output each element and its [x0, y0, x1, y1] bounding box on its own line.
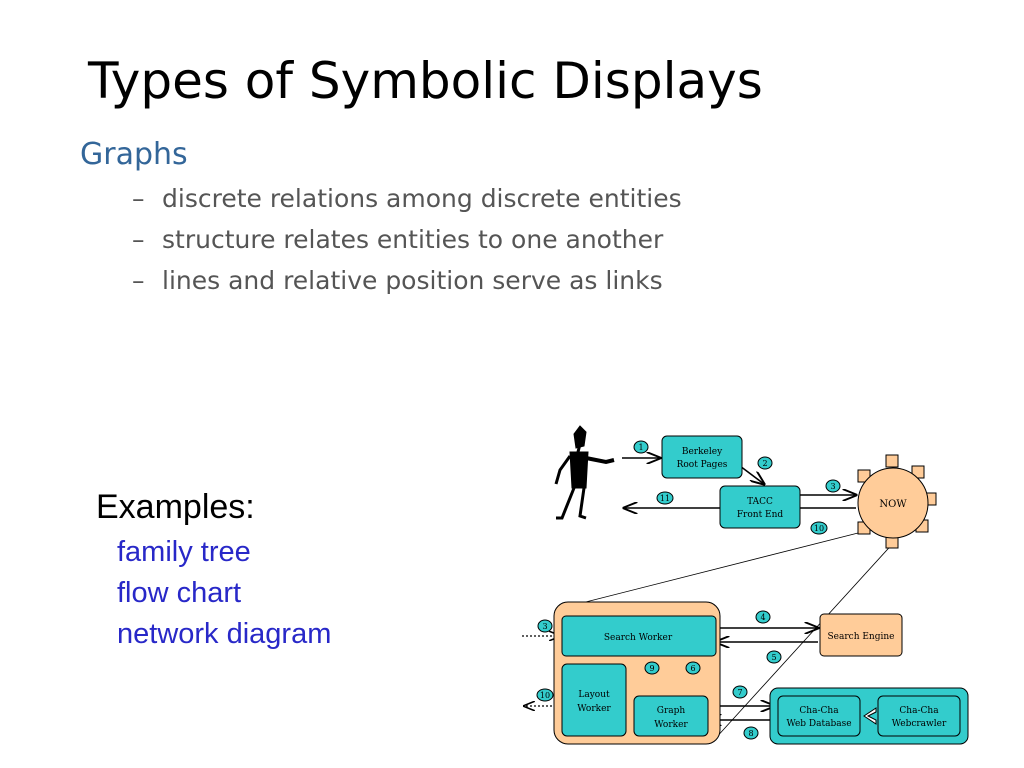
examples-title: Examples: — [96, 488, 255, 526]
svg-text:4: 4 — [760, 613, 765, 622]
step-marker: 9 — [644, 661, 660, 675]
layout-worker-node: Layout Worker — [561, 663, 627, 737]
step-marker: 3 — [825, 479, 841, 493]
svg-text:2: 2 — [762, 459, 767, 468]
bullet-text: discrete relations among discrete entiti… — [162, 184, 682, 213]
svg-text:3: 3 — [830, 482, 835, 491]
step-marker: 4 — [755, 610, 771, 624]
step-marker: 5 — [766, 650, 782, 664]
svg-text:3: 3 — [542, 622, 547, 631]
layout-label-1: Layout — [578, 690, 610, 700]
bullet-item: –discrete relations among discrete entit… — [132, 182, 682, 223]
bullet-item: –lines and relative position serve as li… — [132, 264, 682, 305]
svg-text:10: 10 — [814, 524, 824, 533]
berkeley-node: Berkeley Root Pages — [661, 435, 743, 479]
berkeley-label-2: Root Pages — [677, 460, 728, 470]
chacha-database-node: Cha-Cha Web Database — [777, 695, 861, 737]
example-item: flow chart — [117, 577, 242, 609]
bullet-dash: – — [132, 225, 145, 254]
graph-worker-node: Graph Worker — [633, 695, 709, 737]
svg-text:5: 5 — [771, 653, 776, 662]
svg-text:8: 8 — [748, 729, 753, 738]
bullet-text: lines and relative position serve as lin… — [162, 266, 663, 295]
bullet-item: –structure relates entities to one anoth… — [132, 223, 682, 264]
bullet-list: –discrete relations among discrete entit… — [132, 182, 682, 305]
bullet-dash: – — [132, 184, 145, 213]
svg-text:7: 7 — [737, 688, 742, 697]
bullet-text: structure relates entities to one anothe… — [162, 225, 664, 254]
step-marker: 11 — [656, 491, 674, 505]
left-arrow-icon — [863, 707, 877, 725]
examples-list: family tree flow chart network diagram — [117, 535, 331, 658]
step-marker: 3 — [537, 619, 553, 633]
user-figure-icon — [554, 425, 615, 520]
step-marker: 6 — [685, 661, 701, 675]
chacha-db-label-1: Cha-Cha — [799, 706, 839, 716]
tacc-label-1: TACC — [747, 497, 773, 507]
step-marker: 1 — [633, 440, 649, 454]
example-item: family tree — [117, 536, 251, 568]
svg-text:9: 9 — [649, 664, 654, 673]
berkeley-label-1: Berkeley — [682, 447, 723, 457]
slide-title: Types of Symbolic Displays — [88, 52, 763, 110]
chacha-crawler-label-2: Webcrawler — [892, 719, 947, 729]
section-heading: Graphs — [80, 137, 188, 172]
chacha-crawler-label-1: Cha-Cha — [899, 706, 939, 716]
tacc-node: TACC Front End — [719, 485, 801, 529]
tacc-label-2: Front End — [737, 510, 784, 520]
graph-label-2: Worker — [654, 720, 688, 730]
now-cluster: NOW — [857, 454, 937, 549]
svg-text:6: 6 — [690, 664, 695, 673]
step-marker: 7 — [732, 685, 748, 699]
example-item: network diagram — [117, 618, 332, 650]
step-marker: 2 — [757, 456, 773, 470]
step-markers: 1 2 3 11 10 3 4 5 6 9 7 8 10 — [536, 440, 841, 740]
bullet-dash: – — [132, 266, 145, 295]
search-engine-label: Search Engine — [828, 632, 895, 642]
layout-label-2: Worker — [577, 704, 611, 714]
search-worker-label: Search Worker — [604, 633, 673, 643]
search-engine-node: Search Engine — [819, 613, 903, 657]
svg-text:11: 11 — [660, 494, 670, 503]
step-marker: 10 — [536, 688, 554, 702]
svg-text:10: 10 — [540, 691, 550, 700]
step-marker: 8 — [743, 726, 759, 740]
graph-label-1: Graph — [657, 706, 686, 716]
search-worker-node: Search Worker — [561, 615, 717, 657]
now-label: NOW — [879, 499, 907, 510]
svg-text:1: 1 — [638, 443, 643, 452]
chacha-crawler-node: Cha-Cha Webcrawler — [877, 695, 961, 737]
step-marker: 10 — [810, 521, 828, 535]
chacha-db-label-2: Web Database — [786, 719, 851, 729]
